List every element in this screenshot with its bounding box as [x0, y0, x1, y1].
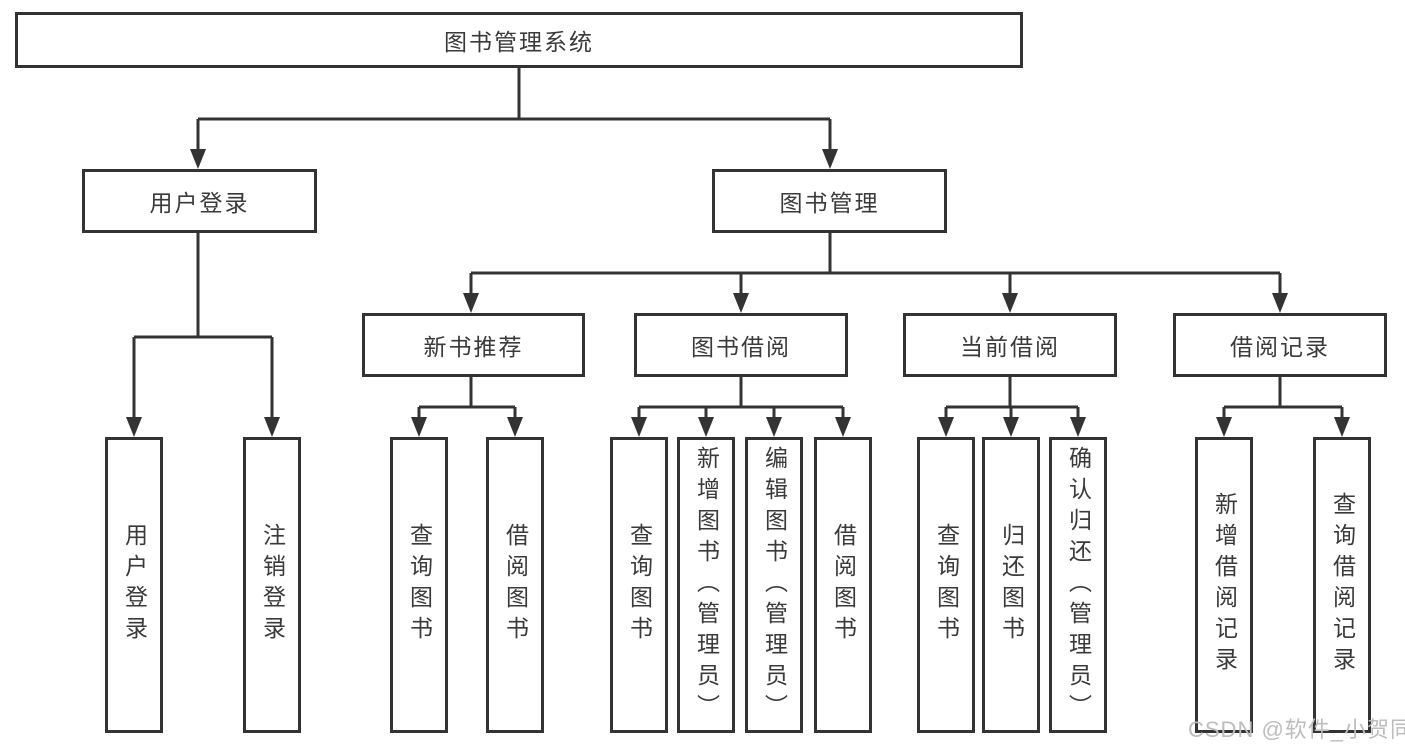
leaf-borrow-books: 借阅图书: [486, 437, 544, 733]
node-current-borrow: 当前借阅: [903, 313, 1117, 377]
leaf-query-books: 查询图书: [390, 437, 448, 733]
node-label: 用户登录: [149, 190, 250, 216]
leaf-confirm-return-admin: 确认归还（管理员）: [1049, 437, 1107, 733]
leaf-query-books: 查询图书: [610, 437, 668, 733]
node-label: 图书管理: [779, 190, 880, 216]
leaf-logout: 注销登录: [243, 437, 301, 733]
arrowheads: [126, 149, 1350, 437]
leaf-add-borrow-record: 新增借阅记录: [1195, 437, 1253, 733]
node-borrow-records: 借阅记录: [1173, 313, 1387, 377]
leaf-add-books-admin: 新增图书（管理员）: [677, 437, 735, 733]
node-label: 借阅记录: [1230, 334, 1330, 360]
leaf-label: 查询借阅记录: [1329, 492, 1356, 678]
leaf-label: 借阅图书: [502, 523, 529, 647]
node-book-management: 图书管理: [712, 169, 947, 233]
leaf-return-books: 归还图书: [982, 437, 1040, 733]
node-label: 新书推荐: [423, 334, 524, 360]
leaf-label: 新增借阅记录: [1211, 492, 1238, 678]
leaf-label: 查询图书: [626, 523, 653, 647]
leaf-label: 借阅图书: [830, 523, 857, 647]
leaf-label: 查询图书: [406, 523, 433, 647]
leaf-label: 注销登录: [259, 523, 286, 647]
leaf-label: 归还图书: [998, 523, 1025, 647]
leaf-edit-books-admin: 编辑图书（管理员）: [745, 437, 803, 733]
node-label: 图书借阅: [691, 334, 791, 360]
leaf-label: 新增图书（管理员）: [693, 445, 720, 725]
csdn-watermark: CSDN @软件_小贺同学: [1188, 717, 1405, 742]
node-book-borrow: 图书借阅: [634, 313, 848, 377]
leaf-label: 查询图书: [933, 523, 960, 647]
node-label: 当前借阅: [960, 334, 1060, 360]
node-root: 图书管理系统: [15, 12, 1023, 68]
leaf-label: 用户登录: [121, 523, 148, 647]
node-user-login: 用户登录: [82, 169, 317, 233]
leaf-user-login: 用户登录: [105, 437, 163, 733]
leaf-query-borrow-record: 查询借阅记录: [1313, 437, 1371, 733]
leaf-borrow-books: 借阅图书: [814, 437, 872, 733]
leaf-label: 确认归还（管理员）: [1065, 445, 1092, 725]
leaf-query-books: 查询图书: [917, 437, 975, 733]
leaf-label: 编辑图书（管理员）: [761, 445, 788, 725]
node-label: 图书管理系统: [444, 29, 594, 55]
node-new-book-recommend: 新书推荐: [362, 313, 585, 377]
